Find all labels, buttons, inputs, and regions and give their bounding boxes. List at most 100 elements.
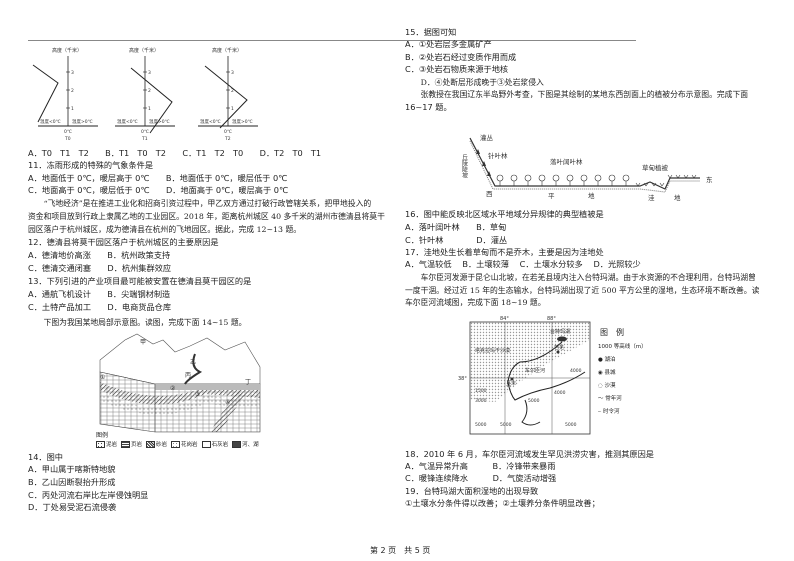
q11-stem: 11．冻雨形成的特殊的气象条件是 <box>28 160 154 170</box>
q16-options-ab: A．落叶阔叶林 B．草甸 <box>405 222 507 232</box>
river-basin-map: 84°88°38°台特玛湖若羌且末塔克拉玛干沙漠车尔臣河150030004000… <box>458 316 591 435</box>
passage-line: 一度干涸。经过近 15 年的生态输水，台特玛湖出现了近 500 平方公里的湿地，… <box>405 286 760 295</box>
veg-label-shrub: 灌丛 <box>480 133 494 142</box>
geo-label: ③ <box>195 391 200 398</box>
q15-option-b: B．②处岩石经过变质作用而成 <box>405 52 517 62</box>
q15-stem: 15．据图可知 <box>405 27 457 37</box>
q15-option-c: C．③处岩石物质来源于地核 <box>405 64 509 74</box>
map-legend-label: ◌ 沙漠 <box>598 383 616 389</box>
passage-line: 16~17 题。 <box>405 102 452 112</box>
legend-label: 石灰岩 <box>211 442 229 448</box>
map-legend-label: 1000 等高线（m） <box>598 344 647 350</box>
meadow-grass-icon <box>675 174 681 179</box>
chart-tick-label: 3 <box>148 70 151 76</box>
geo-legend-title: 图例 <box>96 432 109 439</box>
veg-label-plain1: 平 <box>548 192 555 200</box>
map-legend-title: 图 例 <box>600 328 624 337</box>
chart-left-label: 温度<0℃ <box>40 118 61 125</box>
broadleaf-tree-icon <box>594 174 602 182</box>
chart-right-label: 温度>0℃ <box>72 118 93 125</box>
legend-swatch <box>171 440 181 448</box>
q11-options-ab: A．地面低于 0℃，暖层高于 0℃ B．地面低于 0℃，暖层低于 0℃ <box>28 173 288 183</box>
broadleaf-tree-icon <box>566 174 574 182</box>
map-place-desert: 塔克拉玛干沙漠 <box>475 347 510 354</box>
veg-label-west: 西 <box>486 190 493 198</box>
q14-stem: 14．图中 <box>28 452 63 462</box>
broadleaf-tree-icon <box>524 174 532 182</box>
geo-legend-item: 河、湖 <box>232 440 259 448</box>
contour-label: 5000 <box>475 422 487 428</box>
legend-label: 页岩 <box>131 442 143 448</box>
q18-stem: 18．2010 年 6 月，车尔臣河流域发生罕见洪涝灾害，推测其原因是 <box>405 449 654 459</box>
contour-label: 3000 <box>475 398 487 404</box>
meadow-grass-icon <box>691 174 697 179</box>
q12-options-ab: A．德清地价高涨 B．杭州政策支持 <box>28 250 171 260</box>
q17-stem: 17．洼地处生长着草甸而不是乔木，主要是因为洼地处 <box>405 247 604 257</box>
veg-label-east: 东 <box>706 175 713 184</box>
map-lon-label: 88° <box>547 316 556 322</box>
passage-line: 资金和项目放到行政上隶属乙地的工业园区。2018 年，距离杭州城区 40 多千米… <box>28 212 385 221</box>
meadow-grass-icon <box>659 182 665 187</box>
conifer-tree-icon <box>487 171 491 176</box>
temperature-curve <box>204 65 248 129</box>
legend-label: 砂岩 <box>156 442 168 448</box>
passage-line: 张教授在我国辽东半岛野外考查，下图是其绘制的某地东西剖面上的植被分布示意图。完成… <box>405 90 749 99</box>
geo-legend-item: 石灰岩 <box>201 440 229 448</box>
broadleaf-tree-icon <box>538 174 546 182</box>
contour-label: 4000 <box>554 390 566 396</box>
veg-label-meadow: 草甸植被 <box>642 163 669 172</box>
chart-y-axis-label: 高度（千米） <box>212 47 242 54</box>
chart-tick-label: 2 <box>71 88 74 94</box>
broadleaf-tree-icon <box>580 174 588 182</box>
legend-label: 河、湖 <box>242 442 259 448</box>
chart-tick-label: 1 <box>71 106 74 112</box>
chart-zero-label: 0℃ <box>64 129 72 135</box>
map-place-county: 且末 <box>506 380 516 387</box>
broadleaf-tree-icon <box>622 174 630 182</box>
passage-line: 车尔臣河发源于昆仑山北坡，在若羌县境内注入台特玛湖。由于水资源的不合理利用，台特… <box>405 273 756 282</box>
q13-stem: 13．下列引进的产业项目最可能被安置在德清县莫干园区的是 <box>28 276 252 286</box>
chart-right-label: 温度>0℃ <box>232 118 253 125</box>
contour-label: 4000 <box>570 368 582 374</box>
contour-label: 5000 <box>500 422 512 428</box>
veg-label-plain2: 地 <box>588 191 595 200</box>
chart-zero-label: 0℃ <box>141 129 149 135</box>
contour-label: 1500 <box>475 388 487 394</box>
map-legend-item: ◉ 县城 <box>598 367 647 380</box>
q15-option-a: A．①处岩层多金属矿产 <box>405 39 492 49</box>
passage-line: 园区落户于杭州城区，成为德清县在杭州的飞地园区。据此，完成 12~13 题。 <box>28 225 302 234</box>
passage-line: “飞地经济”是在推进工业化和招商引资过程中，甲乙双方通过打破行政管辖关系，把甲地… <box>28 199 372 208</box>
q19-options: ①土壤水分条件得以改善；②土壤养分条件明显改善； <box>405 498 600 508</box>
meadow-grass-icon <box>635 182 641 187</box>
geo-legend: 泥岩页岩砂岩花岗岩石灰岩河、湖 <box>96 440 259 448</box>
contour-label: 5000 <box>528 398 540 404</box>
chart-zero-label: 0℃ <box>224 129 232 135</box>
q13-options-cd: C．土特产品加工 D．电商货品仓库 <box>28 302 172 312</box>
chart-left-label: 温度<0℃ <box>200 118 221 125</box>
map-legend-label: ～ 常年河 <box>598 396 622 402</box>
q18-options-ab: A．气温异常升高 B．冷锋带来暴雨 <box>405 461 556 471</box>
map-place-river: 车尔臣河 <box>525 367 545 374</box>
passage-line: 下图为我国某地局部示意图。读图，完成下面 14~15 题。 <box>28 318 247 327</box>
broadleaf-tree-icon <box>510 174 518 182</box>
chart-y-axis-label: 高度（千米） <box>129 47 159 54</box>
map-legend-label: ┈ 时令河 <box>598 409 620 415</box>
map-place-county: 若羌 <box>554 344 564 351</box>
q17-options: A．气温较低 B．土壤较薄 C．土壤水分较多 D．光照较少 <box>405 259 641 269</box>
q14-option-d: D．丁处易受泥石流侵袭 <box>28 502 117 512</box>
legend-swatch <box>146 440 156 448</box>
legend-swatch <box>201 440 211 448</box>
chart-y-axis-label: 高度（千米） <box>52 47 82 54</box>
veg-label-conifer: 针叶林 <box>488 151 508 160</box>
chart-tick-label: 2 <box>231 88 234 94</box>
q10-options: A．T0 T1 T2 B．T1 T0 T2 C．T1 T2 T0 D．T2 T0… <box>28 148 322 158</box>
map-legend-item: ～ 常年河 <box>598 393 647 406</box>
map-legend: 1000 等高线（m）● 湖泊◉ 县城◌ 沙漠～ 常年河┈ 时令河 <box>598 341 647 419</box>
chart-left-label: 温度<0℃ <box>117 118 138 125</box>
map-legend-item: ┈ 时令河 <box>598 406 647 419</box>
map-legend-label: ◉ 县城 <box>598 370 616 376</box>
header-rule <box>28 40 636 41</box>
q11-options-cd: C．地面高于 0℃，暖层低于 0℃ D．地面高于 0℃，暖层高于 0℃ <box>28 185 289 195</box>
